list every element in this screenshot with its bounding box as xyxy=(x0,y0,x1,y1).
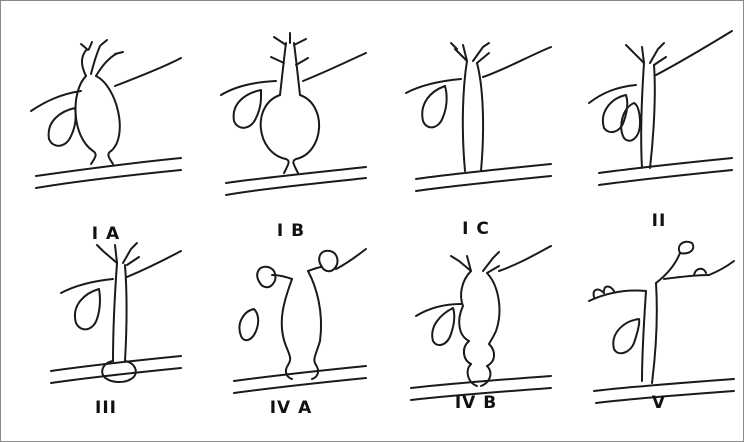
type-ic-drawing xyxy=(401,31,551,196)
panel-type-ib: I B xyxy=(216,33,366,198)
panel-type-ii: II xyxy=(584,23,734,188)
panel-type-ic: I C xyxy=(401,31,551,196)
type-ii-drawing xyxy=(584,23,734,188)
type-v-drawing xyxy=(584,231,734,396)
type-ia-drawing xyxy=(31,36,181,201)
panel-type-ivb: IV B xyxy=(401,236,551,401)
panel-label: II xyxy=(584,211,734,231)
type-ivb-drawing xyxy=(401,236,551,401)
panel-type-ia: I A xyxy=(31,36,181,201)
type-ib-drawing xyxy=(216,33,366,198)
panel-label: I B xyxy=(216,221,366,241)
panel-label: III xyxy=(31,398,181,418)
panel-type-iii: III xyxy=(31,241,181,406)
panel-label: IV A xyxy=(216,398,366,418)
panel-label: IV B xyxy=(401,393,551,413)
panel-type-v: V xyxy=(584,231,734,396)
panel-label: V xyxy=(584,393,734,413)
type-iii-drawing xyxy=(31,241,181,406)
panel-type-iva: IV A xyxy=(216,241,366,406)
type-iva-drawing xyxy=(216,241,366,406)
